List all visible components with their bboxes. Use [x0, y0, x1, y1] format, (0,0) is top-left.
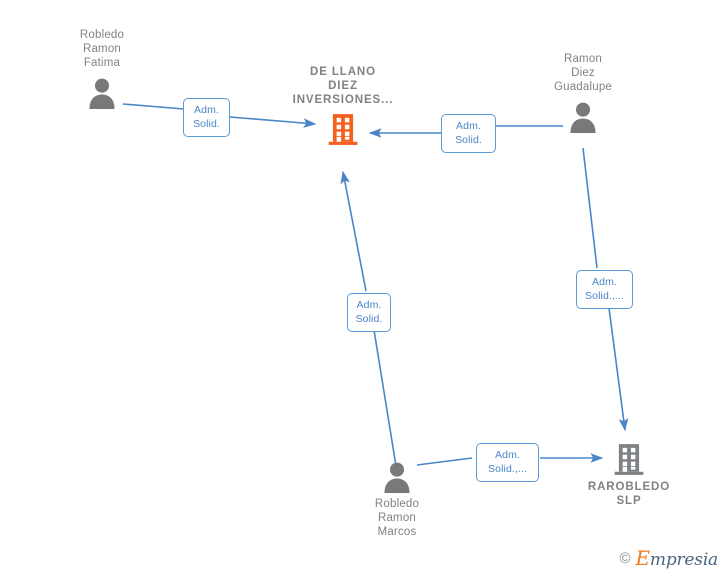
copyright-icon: © [619, 550, 631, 567]
edge-guadalupe-to-dellano [368, 125, 563, 138]
person-icon [384, 462, 410, 493]
edge-label-guadalupe-to-dellano[interactable]: Adm. Solid. [441, 114, 496, 153]
node-label-rarobledo-slp: RAROBLEDO SLP [587, 481, 671, 507]
node-de-llano-diez-inversiones[interactable]: DE LLANO DIEZ INVERSIONES... [278, 65, 408, 146]
watermark-text: Empresia [636, 548, 719, 569]
company-building-icon [328, 114, 358, 145]
edge-marcos-to-dellano [340, 170, 397, 467]
watermark-lead-letter: E [635, 546, 651, 570]
watermark-rest-letters: mpresia [649, 550, 718, 570]
edge-guadalupe-to-rarobledo [582, 147, 629, 432]
edge-label-guadalupe-to-rarobledo[interactable]: Adm. Solid.,... [576, 270, 633, 309]
person-icon [89, 78, 115, 109]
empresia-watermark: © Empresia [619, 548, 718, 569]
edge-fatima-to-dellano [122, 103, 317, 128]
edge-label-marcos-to-dellano[interactable]: Adm. Solid. [347, 293, 391, 332]
edge-label-fatima-to-dellano[interactable]: Adm. Solid. [183, 98, 230, 137]
edge-label-marcos-to-rarobledo[interactable]: Adm. Solid.,... [476, 443, 539, 482]
node-ramon-diez-guadalupe[interactable]: Ramon Diez Guadalupe [518, 52, 648, 133]
node-robledo-ramon-marcos[interactable]: Robledo Ramon Marcos [332, 459, 462, 539]
person-icon [570, 102, 596, 133]
node-robledo-ramon-fatima[interactable]: Robledo Ramon Fatima [37, 28, 167, 109]
node-label-de-llano-diez-inversiones: DE LLANO DIEZ INVERSIONES... [292, 66, 394, 106]
node-rarobledo-slp[interactable]: RAROBLEDO SLP [564, 442, 694, 508]
node-label-ramon-diez-guadalupe: Ramon Diez Guadalupe [553, 53, 613, 93]
company-building-icon [614, 444, 644, 475]
node-label-robledo-ramon-marcos: Robledo Ramon Marcos [374, 498, 420, 538]
edge-marcos-to-rarobledo [416, 453, 604, 466]
node-label-robledo-ramon-fatima: Robledo Ramon Fatima [79, 29, 125, 69]
